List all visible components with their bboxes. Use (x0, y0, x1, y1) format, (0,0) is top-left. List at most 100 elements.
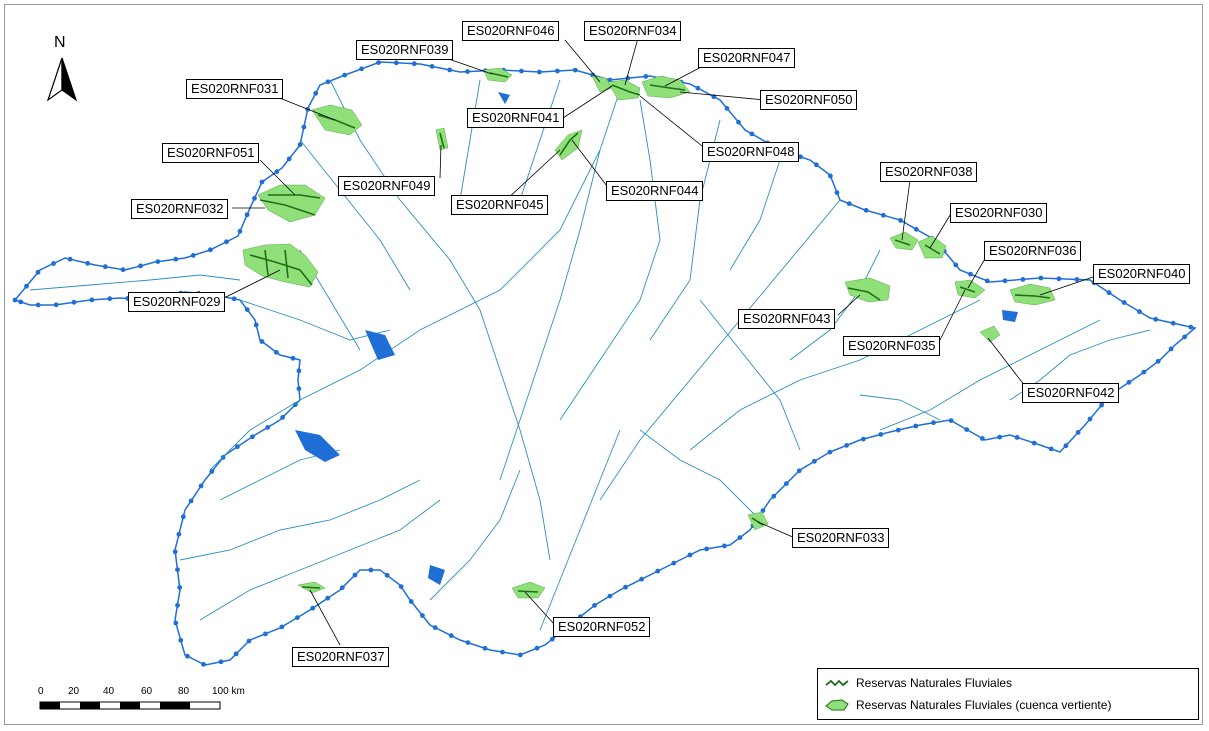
boundary-marker (253, 322, 259, 328)
label-ES020RNF035: ES020RNF035 (843, 336, 941, 356)
boundary-marker (376, 60, 381, 65)
reserve-area-ES020RNF038 (889, 231, 919, 251)
river-network (29, 79, 1151, 631)
map-legend: Reservas Naturales Fluviales Reservas Na… (817, 668, 1199, 720)
boundary-marker (913, 226, 919, 232)
label-ES020RNF052: ES020RNF052 (553, 617, 651, 637)
boundary-marker (155, 259, 161, 264)
boundary-marker (623, 584, 628, 590)
label-ES020RNF038: ES020RNF038 (880, 162, 978, 182)
boundary-marker (643, 74, 649, 79)
label-ES020RNF042: ES020RNF042 (1022, 383, 1120, 403)
scale-tick-60: 60 (141, 686, 153, 697)
boundary-marker (1153, 316, 1159, 322)
boundary-marker (537, 69, 542, 75)
boundary-marker (465, 69, 470, 74)
boundary-marker (1087, 416, 1093, 422)
scale-tick-100-km: 100 km (212, 686, 245, 697)
boundary-marker (814, 162, 819, 168)
legend-item-river: Reservas Naturales Fluviales (824, 673, 1012, 693)
boundary-marker (898, 218, 903, 223)
label-ES020RNF041: ES020RNF041 (467, 108, 565, 128)
boundary-markers (12, 60, 1194, 667)
boundary-marker (895, 427, 901, 433)
boundary-marker (18, 299, 24, 305)
boundary-marker (408, 599, 414, 604)
boundary-marker (704, 546, 709, 552)
label-ES020RNF043: ES020RNF043 (738, 309, 836, 329)
label-ES020RNF046: ES020RNF046 (462, 21, 560, 41)
boundary-marker (1182, 334, 1187, 340)
boundary-marker (279, 624, 285, 630)
boundary-marker (176, 531, 182, 537)
legend-item-watershed: Reservas Naturales Fluviales (cuenca ver… (824, 695, 1111, 715)
boundary-marker (482, 645, 488, 651)
legend-label-river: Reservas Naturales Fluviales (856, 676, 1013, 690)
label-ES020RNF051: ES020RNF051 (162, 143, 260, 163)
boundary-marker (244, 212, 250, 218)
boundary-marker (274, 169, 280, 175)
boundary-marker (784, 481, 789, 486)
boundary-marker (177, 585, 183, 590)
boundary-marker (828, 173, 833, 179)
reservoirs (295, 92, 1018, 585)
boundary-marker (173, 256, 179, 262)
boundary-marker (722, 543, 727, 549)
scale-tick-40: 40 (103, 686, 115, 697)
boundary-marker (607, 593, 613, 599)
boundary-marker (259, 339, 265, 344)
boundary-marker (465, 640, 471, 645)
reserve-river-lines (249, 72, 1051, 593)
boundary-marker (724, 106, 730, 111)
boundary-marker (178, 637, 184, 643)
boundary-marker (237, 228, 243, 234)
reserve-watersheds (242, 67, 1056, 599)
label-leaders (219, 37, 1100, 646)
boundary-marker (208, 247, 213, 253)
boundary-marker (639, 576, 644, 582)
boundary-marker (555, 68, 560, 74)
boundary-marker (273, 349, 279, 355)
boundary-marker (812, 458, 817, 464)
boundary-marker (1188, 324, 1194, 330)
boundary-marker (286, 156, 292, 162)
scale-tick-80: 80 (178, 686, 190, 697)
boundary-marker (12, 297, 18, 303)
label-ES020RNF049: ES020RNF049 (338, 176, 436, 196)
boundary-marker (252, 195, 257, 201)
boundary-marker (878, 432, 884, 437)
watershed-area-icon (825, 699, 849, 711)
boundary-marker (517, 652, 523, 658)
boundary-marker (325, 595, 331, 601)
boundary-marker (948, 418, 954, 423)
boundary-marker (296, 386, 302, 392)
boundary-marker (1056, 276, 1062, 282)
label-ES020RNF029: ES020RNF029 (128, 292, 226, 312)
boundary-marker (188, 498, 194, 504)
boundary-marker (1099, 402, 1104, 408)
boundary-marker (352, 572, 358, 578)
reserve-area-ES020RNF052 (511, 581, 546, 599)
boundary-marker (1048, 446, 1054, 452)
boundary-marker (931, 420, 936, 426)
scale-bar (39, 701, 221, 710)
boundary-marker (447, 67, 453, 73)
boundary-marker (549, 636, 555, 642)
boundary-marker (881, 212, 886, 218)
label-ES020RNF050: ES020RNF050 (760, 90, 858, 110)
label-ES020RNF045: ES020RNF045 (451, 195, 549, 215)
boundary-marker (233, 651, 239, 657)
boundary-marker (519, 68, 524, 74)
boundary-marker (429, 64, 435, 69)
legend-label-watershed: Reservas Naturales Fluviales (cuenca ver… (856, 698, 1112, 712)
reserve-area-ES020RNF029 (242, 243, 319, 288)
boundary-marker (339, 585, 345, 591)
north-label: N (54, 34, 66, 51)
boundary-marker (655, 568, 661, 574)
boundary-marker (173, 620, 179, 626)
boundary-marker (737, 535, 743, 540)
boundary-marker (120, 267, 126, 273)
boundary-marker (760, 508, 766, 513)
boundary-marker (359, 66, 364, 72)
